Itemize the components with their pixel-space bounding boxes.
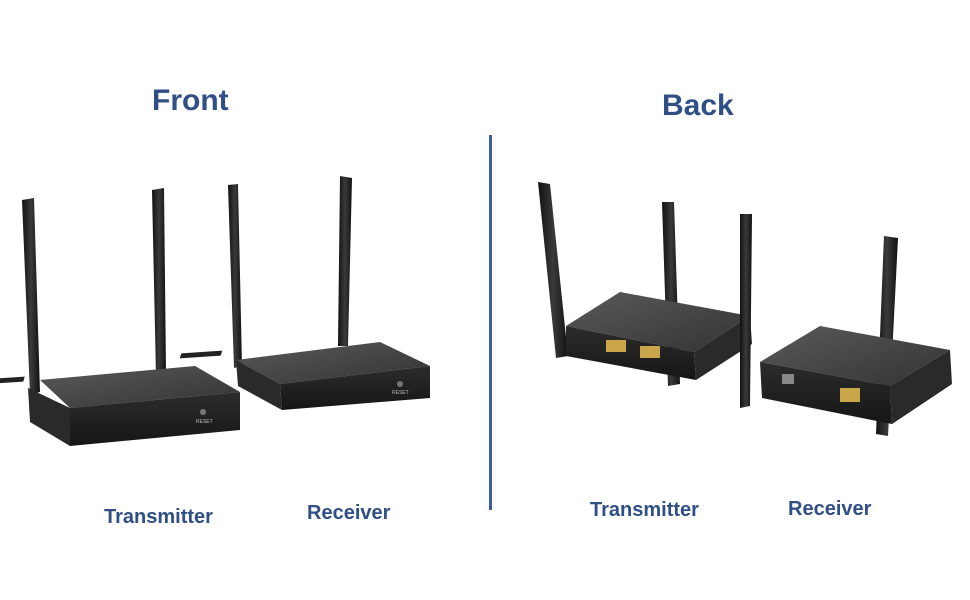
reset-label: RESET [392, 390, 409, 396]
back-transmitter-device [538, 182, 752, 386]
reset-label: RESET [196, 419, 213, 425]
front-receiver-device: RESET [179, 176, 430, 410]
power-jack [782, 374, 794, 384]
back-transmitter-label: Transmitter [590, 499, 699, 521]
back-receiver-device [740, 214, 952, 436]
antenna [538, 182, 568, 358]
front-transmitter-device: RESET [0, 188, 240, 446]
section-divider [489, 135, 492, 510]
hdmi-port [606, 340, 626, 352]
led-indicator [397, 381, 403, 387]
front-heading: Front [152, 84, 229, 117]
antenna [22, 198, 40, 394]
antenna [338, 176, 352, 346]
hdmi-port [640, 346, 660, 358]
back-receiver-label: Receiver [788, 498, 872, 520]
front-receiver-label: Receiver [307, 502, 391, 524]
antenna [228, 184, 242, 368]
hdmi-port [840, 388, 860, 402]
front-transmitter-label: Transmitter [104, 506, 213, 528]
back-heading: Back [662, 89, 734, 122]
antenna [152, 188, 166, 376]
led-indicator [200, 409, 206, 415]
antenna [740, 214, 752, 408]
